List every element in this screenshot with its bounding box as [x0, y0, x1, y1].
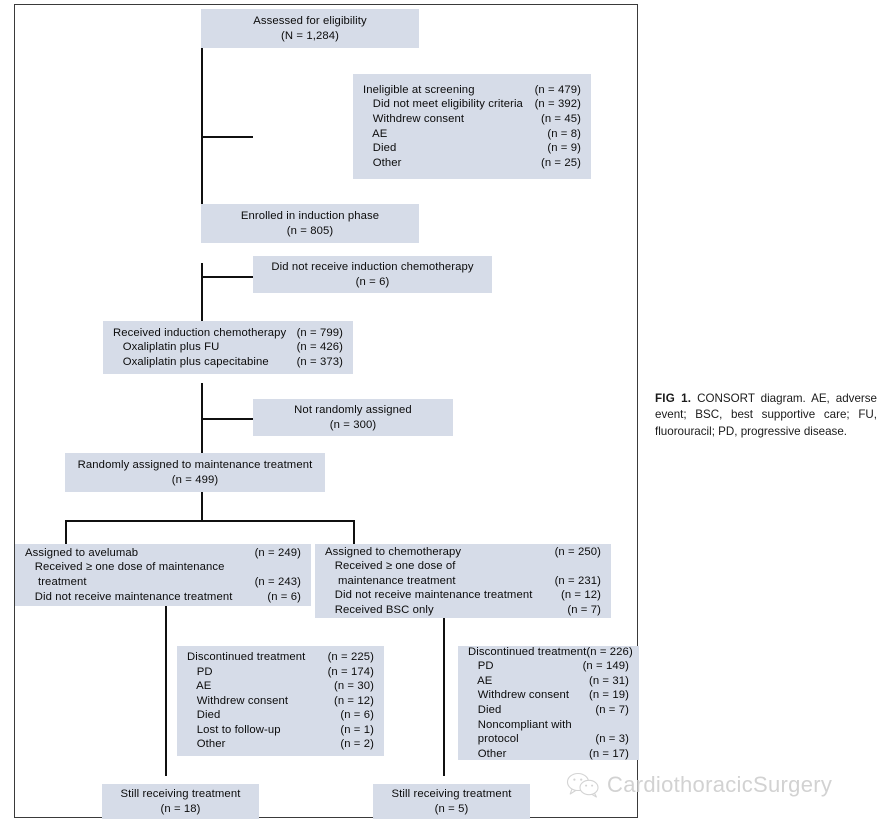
node-row: Lost to follow-up(n = 1) — [187, 723, 374, 736]
connector-enrolled-to-received — [201, 263, 203, 331]
node-row: Received ≥ one dose of maintenance — [25, 561, 225, 574]
node-row: Assigned to avelumab(n = 249) — [25, 546, 301, 559]
node-row: Withdrew consent(n = 45) — [363, 112, 581, 125]
node-assessed-for-eligibility: Assessed for eligibility (N = 1,284) — [201, 9, 419, 48]
node-row: Oxaliplatin plus FU(n = 426) — [113, 341, 343, 354]
node-line: (n = 300) — [329, 418, 377, 431]
node-line: Randomly assigned to maintenance treatme… — [77, 458, 313, 471]
node-row: Noncompliant with — [468, 718, 572, 731]
node-row: protocol(n = 3) — [468, 733, 629, 746]
node-row: Did not receive maintenance treatment(n … — [325, 589, 601, 602]
node-row: Other(n = 25) — [363, 156, 581, 169]
node-row: PD(n = 174) — [187, 665, 374, 678]
node-line: (n = 6) — [355, 275, 390, 288]
node-row: Discontinued treatment(n = 225) — [187, 650, 374, 663]
node-row: AE(n = 8) — [363, 127, 581, 140]
connector-to-not-randomized — [201, 418, 253, 420]
connector-arm-split — [65, 520, 355, 522]
watermark-text: CardiothoracicSurgery — [607, 772, 833, 797]
node-row: Died(n = 9) — [363, 142, 581, 155]
node-row: Assigned to chemotherapy(n = 250) — [325, 545, 601, 558]
figure-caption: FIG 1. CONSORT diagram. AE, adverse even… — [655, 391, 877, 440]
node-row: Withdrew consent(n = 19) — [468, 689, 629, 702]
node-row: AE(n = 31) — [468, 674, 629, 687]
connector-assessed-to-enrolled — [201, 48, 203, 208]
node-row: maintenance treatment(n = 231) — [325, 574, 601, 587]
connector-randomized-down — [201, 492, 203, 522]
node-line: (n = 18) — [160, 802, 201, 815]
node-row: Discontinued treatment(n = 226) — [468, 645, 633, 658]
connector-avelumab-arm-down — [165, 606, 167, 776]
node-row: Died(n = 7) — [468, 704, 629, 716]
node-chemo-discontinued-treatment: Discontinued treatment(n = 226) PD(n = 1… — [458, 646, 639, 760]
node-did-not-receive-induction: Did not receive induction chemotherapy (… — [253, 256, 492, 293]
node-line: Did not receive induction chemotherapy — [271, 260, 474, 273]
node-line: (N = 1,284) — [281, 29, 339, 42]
node-row: Received induction chemotherapy(n = 799) — [113, 326, 343, 339]
node-line: Not randomly assigned — [294, 403, 412, 416]
node-enrolled-induction-phase: Enrolled in induction phase (n = 805) — [201, 204, 419, 243]
connector-split-left — [65, 520, 67, 544]
node-row: Did not receive maintenance treatment(n … — [25, 590, 301, 603]
figure-caption-text: CONSORT diagram. AE, adverse event; BSC,… — [655, 392, 877, 438]
node-randomly-assigned-maintenance: Randomly assigned to maintenance treatme… — [65, 453, 325, 492]
node-line: Assessed for eligibility — [253, 14, 367, 27]
node-ineligible-at-screening: Ineligible at screening(n = 479) Did not… — [353, 74, 591, 179]
node-line: Enrolled in induction phase — [240, 209, 380, 222]
node-row: AE(n = 30) — [187, 680, 374, 693]
node-line: (n = 499) — [171, 473, 219, 486]
node-row: Ineligible at screening(n = 479) — [363, 83, 581, 96]
figure-number-label: FIG 1. — [655, 392, 692, 405]
node-row: Other(n = 2) — [187, 738, 374, 751]
node-row: PD(n = 149) — [468, 660, 629, 673]
node-not-randomly-assigned: Not randomly assigned (n = 300) — [253, 399, 453, 436]
node-avelumab-still-receiving-treatment: Still receiving treatment (n = 18) — [102, 784, 259, 819]
node-row: treatment(n = 243) — [25, 576, 301, 588]
node-received-induction-chemotherapy: Received induction chemotherapy(n = 799)… — [103, 321, 353, 374]
connector-to-no-induction — [201, 276, 253, 278]
node-assigned-to-chemotherapy: Assigned to chemotherapy(n = 250) Receiv… — [315, 544, 611, 618]
node-line: Still receiving treatment — [120, 787, 241, 800]
node-line: (n = 5) — [434, 802, 469, 815]
node-row: Did not meet eligibility criteria(n = 39… — [363, 98, 581, 111]
node-assigned-to-avelumab: Assigned to avelumab(n = 249) Received ≥… — [15, 544, 311, 606]
connector-split-right — [353, 520, 355, 544]
node-row: Other(n = 17) — [468, 747, 629, 760]
node-row: Withdrew consent(n = 12) — [187, 694, 374, 707]
node-line: Still receiving treatment — [391, 787, 512, 800]
node-chemo-still-receiving-treatment: Still receiving treatment (n = 5) — [373, 784, 530, 819]
connector-chemo-arm-down — [443, 618, 445, 776]
node-row: Died(n = 6) — [187, 709, 374, 722]
node-row: Oxaliplatin plus capecitabine(n = 373) — [113, 355, 343, 368]
node-line: (n = 805) — [286, 224, 334, 237]
figure-panel: Assessed for eligibility (N = 1,284) Ine… — [14, 4, 639, 819]
node-row: Received ≥ one dose of — [325, 560, 456, 573]
node-row: Received BSC only(n = 7) — [325, 603, 601, 616]
connector-received-to-randomized — [201, 383, 203, 457]
connector-to-ineligible — [201, 136, 253, 138]
node-avelumab-discontinued-treatment: Discontinued treatment(n = 225) PD(n = 1… — [177, 646, 384, 756]
